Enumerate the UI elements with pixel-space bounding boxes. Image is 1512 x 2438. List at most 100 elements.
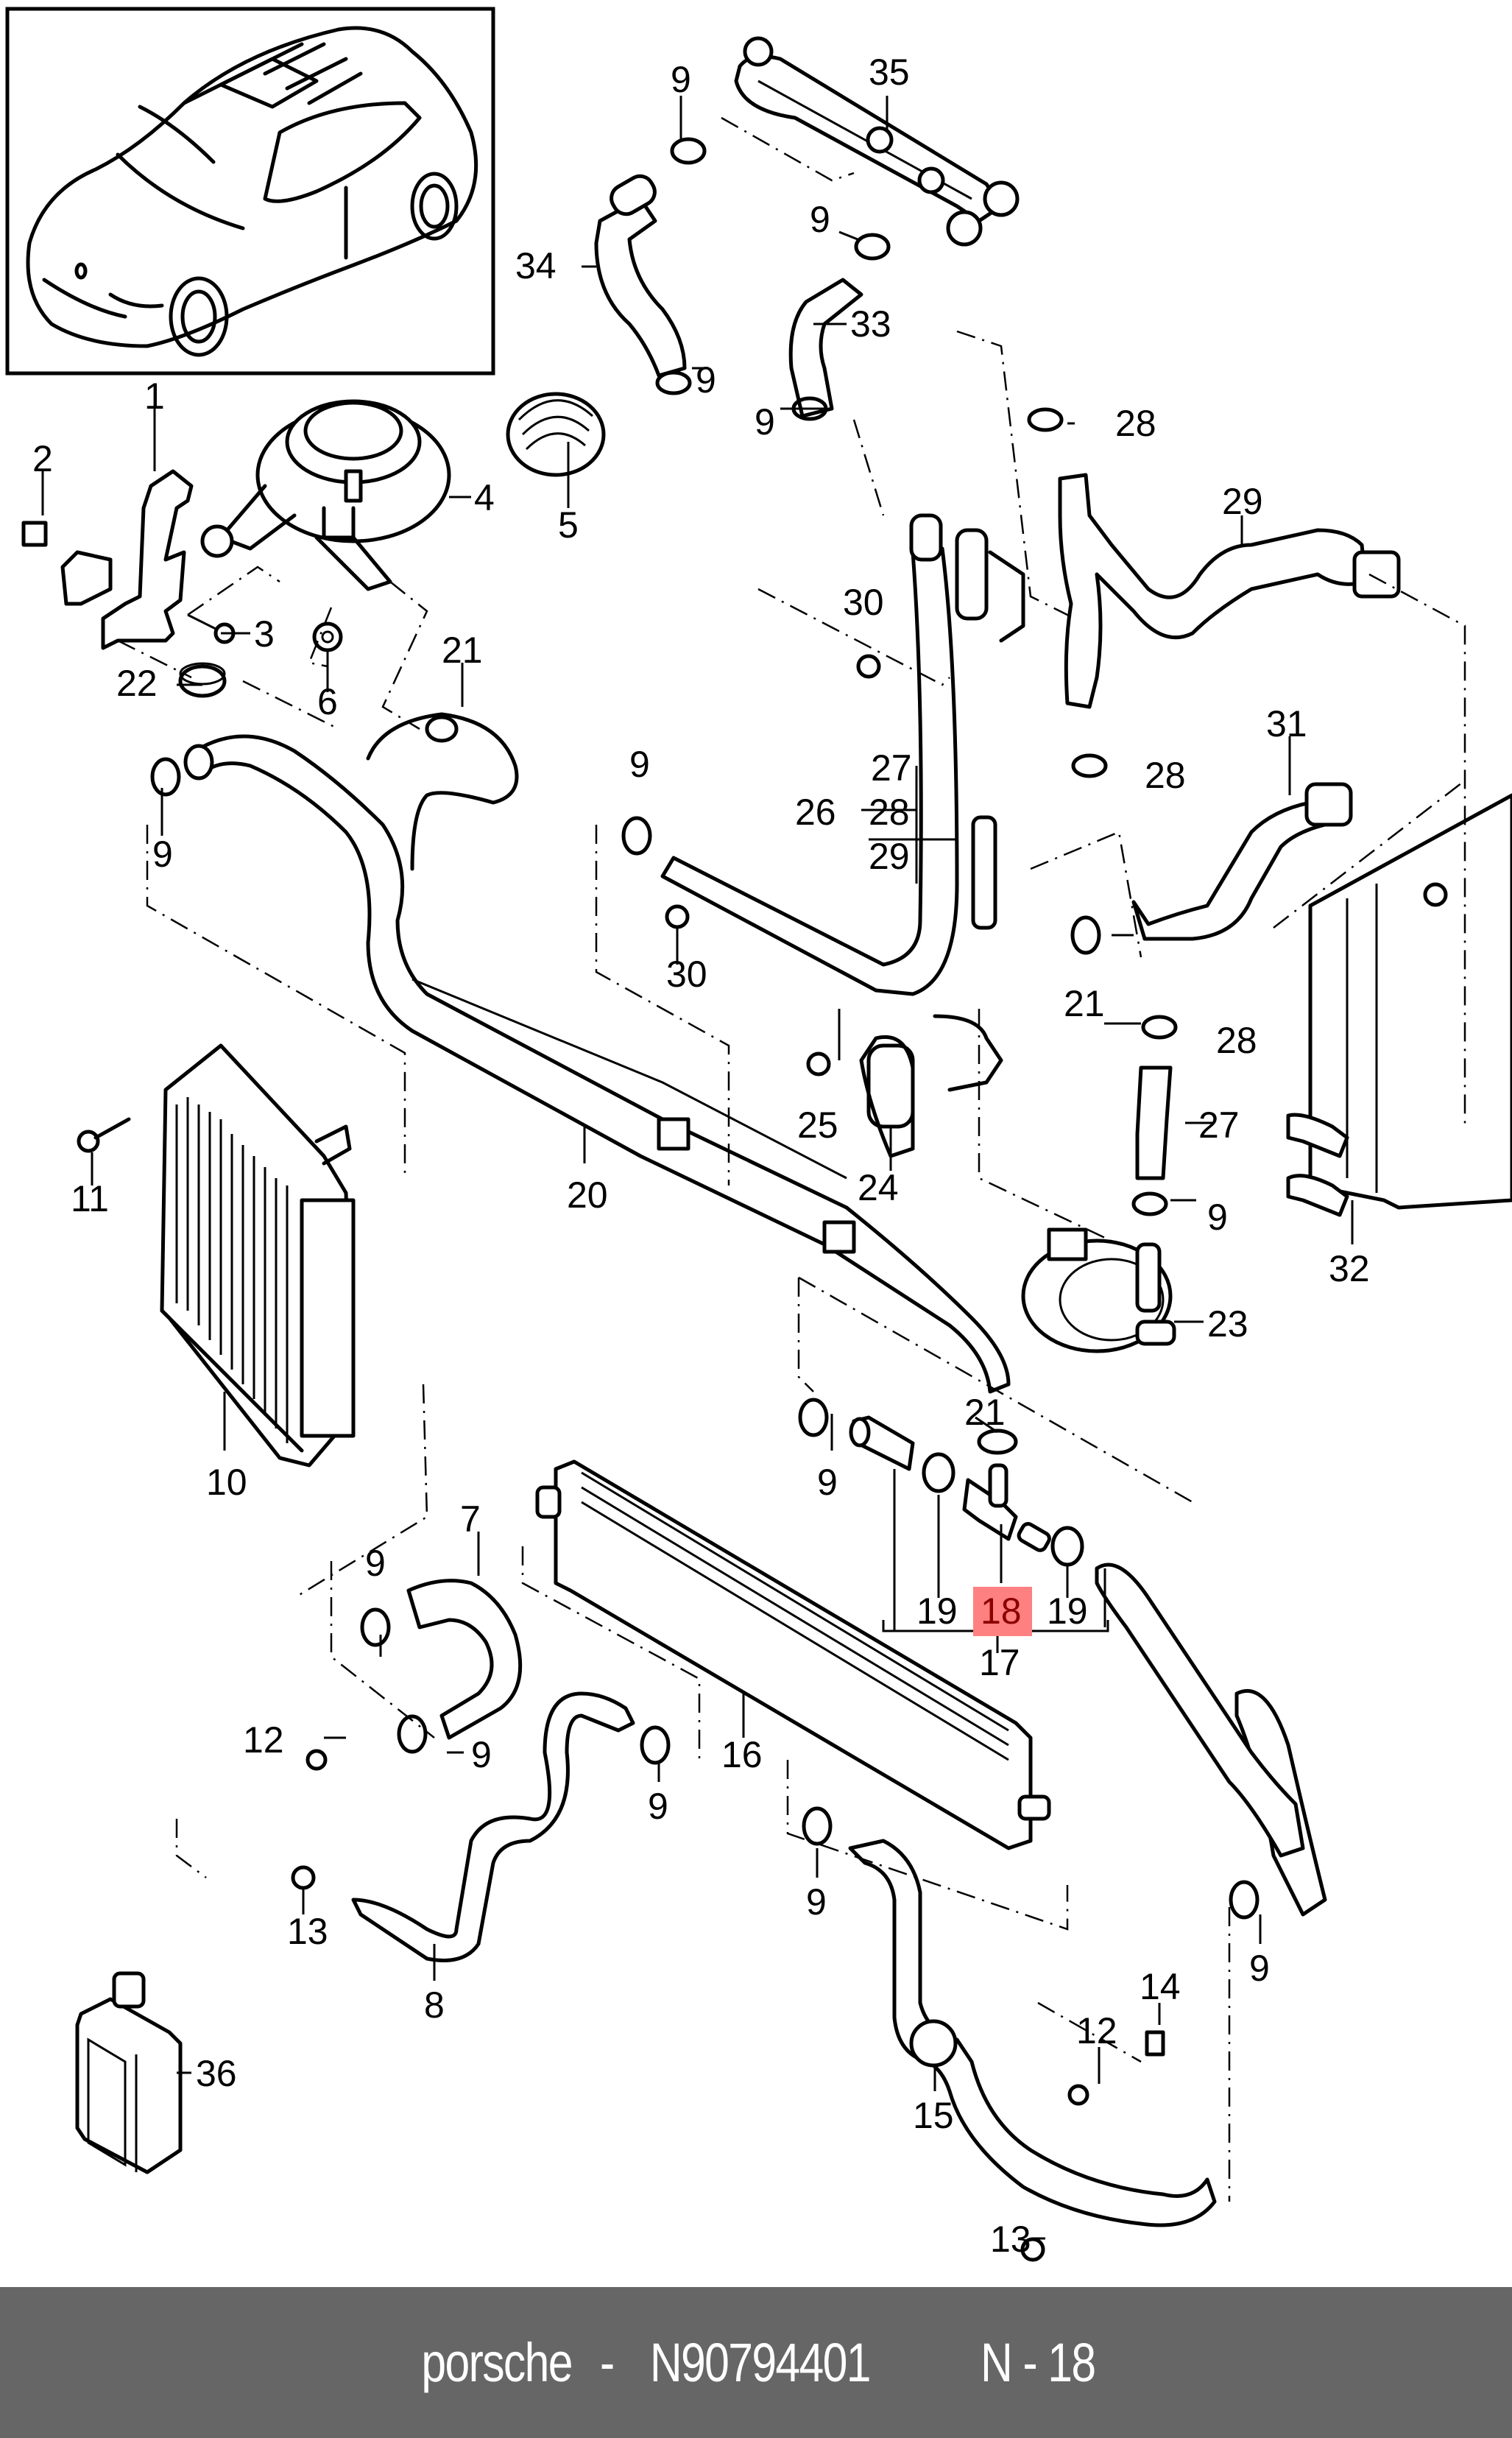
clamp-icon: [670, 137, 707, 165]
callout-2[interactable]: 2: [32, 438, 53, 479]
callout-31[interactable]: 31: [1266, 703, 1307, 744]
callout-30a[interactable]: 30: [843, 582, 884, 623]
callout-9a[interactable]: 9: [152, 834, 173, 875]
callout-9h[interactable]: 9: [817, 1462, 838, 1503]
callout-19b[interactable]: 19: [1047, 1590, 1088, 1632]
clamp-icon: [1131, 1191, 1168, 1216]
clamp-icon: [1071, 753, 1108, 778]
callout-23[interactable]: 23: [1207, 1303, 1248, 1345]
callout-9c[interactable]: 9: [810, 199, 830, 240]
callout-9g[interactable]: 9: [1207, 1197, 1228, 1238]
callout-9l[interactable]: 9: [806, 1881, 827, 1923]
clamp-icon: [397, 1714, 428, 1754]
expansion-tank-group: [21, 392, 606, 730]
clamp-icon: [150, 757, 181, 797]
bracket-tab: [60, 550, 113, 606]
callout-33[interactable]: 33: [850, 303, 891, 345]
hose-31: [1131, 782, 1353, 941]
callout-30b[interactable]: 30: [666, 954, 707, 995]
callout-13b[interactable]: 13: [990, 2219, 1031, 2260]
callout-9j[interactable]: 9: [471, 1734, 492, 1775]
clamp-icon: [640, 1725, 671, 1765]
callout-21a[interactable]: 21: [442, 630, 483, 671]
pipe-15: [848, 1562, 1327, 2227]
callout-4[interactable]: 4: [474, 477, 495, 518]
callout-19a[interactable]: 19: [916, 1590, 958, 1632]
clamp-icon: [854, 233, 891, 261]
clamp-icon: [1229, 1880, 1260, 1920]
hose-29: [1058, 473, 1401, 709]
footer-diagram-ref: N - 18: [980, 2332, 1096, 2393]
holder-22: [178, 662, 227, 698]
nut-6: [312, 621, 343, 652]
callout-29b[interactable]: 29: [869, 836, 910, 877]
footer-bar: porsche - N90794401 N - 18: [0, 2287, 1512, 2438]
clamp-19-right: [1050, 1526, 1084, 1567]
callout-35[interactable]: 35: [869, 52, 910, 93]
callout-9m[interactable]: 9: [1249, 1948, 1270, 1989]
callout-25[interactable]: 25: [797, 1105, 838, 1146]
callout-16[interactable]: 16: [721, 1734, 763, 1775]
callout-22[interactable]: 22: [116, 663, 158, 704]
hose-set-17-group: [849, 1415, 1084, 1567]
clamp-21: [977, 1428, 1018, 1455]
callout-15[interactable]: 15: [913, 2095, 954, 2136]
callout-28b[interactable]: 28: [869, 792, 910, 833]
vehicle-inset: [5, 7, 495, 376]
callout-9f[interactable]: 9: [629, 744, 650, 785]
nut-icon: [291, 1865, 316, 1890]
callout-34[interactable]: 34: [515, 245, 557, 286]
callout-13a[interactable]: 13: [287, 1911, 328, 1952]
callout-29a[interactable]: 29: [1222, 481, 1263, 522]
callout-9b[interactable]: 9: [671, 59, 691, 100]
callout-3[interactable]: 3: [254, 613, 275, 655]
callout-9k[interactable]: 9: [648, 1786, 668, 1827]
callout-7[interactable]: 7: [460, 1498, 481, 1540]
callout-14[interactable]: 14: [1140, 1966, 1181, 2007]
callout-9i[interactable]: 9: [365, 1543, 386, 1584]
clamp-icon: [1027, 407, 1064, 432]
callout-21b[interactable]: 21: [1064, 983, 1105, 1024]
hose-33: [788, 278, 863, 418]
clip-icon: [1145, 2030, 1165, 2057]
footer-brand: porsche: [421, 2332, 573, 2393]
callout-12b[interactable]: 12: [1076, 2010, 1117, 2051]
callout-20[interactable]: 20: [567, 1174, 608, 1216]
callout-27a[interactable]: 27: [871, 747, 912, 789]
callout-28c[interactable]: 28: [1145, 755, 1186, 796]
callout-5[interactable]: 5: [558, 504, 579, 546]
callout-8[interactable]: 8: [424, 1984, 445, 2026]
callout-12a[interactable]: 12: [243, 1719, 284, 1761]
callout-17[interactable]: 17: [979, 1642, 1020, 1683]
clip-nut-2: [21, 521, 48, 547]
coolant-bottle-36: [75, 1971, 183, 2174]
clamp-icon: [655, 370, 692, 395]
clamp-19-left: [922, 1452, 955, 1493]
callout-11[interactable]: 11: [71, 1178, 109, 1219]
callout-1[interactable]: 1: [144, 376, 165, 417]
callout-28a[interactable]: 28: [1115, 403, 1156, 444]
callout-18-highlighted[interactable]: 18: [981, 1590, 1022, 1632]
callout-9d[interactable]: 9: [696, 359, 716, 401]
callout-32[interactable]: 32: [1329, 1248, 1370, 1289]
callout-10[interactable]: 10: [206, 1462, 247, 1503]
clamp-icon: [360, 1607, 391, 1647]
aux-water-pump-23: [1021, 1227, 1176, 1353]
callout-6[interactable]: 6: [317, 681, 338, 722]
callout-21c[interactable]: 21: [964, 1392, 1006, 1433]
callout-9e[interactable]: 9: [755, 401, 775, 443]
callout-26[interactable]: 26: [795, 792, 836, 833]
footer-part-number: N90794401: [649, 2332, 872, 2393]
filler-cap-5: [506, 392, 606, 477]
screw-icon: [1067, 2084, 1089, 2106]
expansion-tank-4: [200, 399, 451, 591]
callout-36[interactable]: 36: [196, 2053, 237, 2094]
aux-radiator-16: [535, 1459, 1051, 1850]
screw-3: [187, 613, 236, 644]
callout-28d[interactable]: 28: [1216, 1020, 1257, 1061]
callouts: 1 2 3 4 5 6 22 21 9 9 35 9 34 33 9 9 28 …: [32, 52, 1370, 2260]
callout-27b[interactable]: 27: [1198, 1105, 1240, 1146]
assembly-lines: [146, 116, 1466, 2202]
screw-icon: [806, 1051, 831, 1077]
callout-24[interactable]: 24: [858, 1167, 899, 1208]
